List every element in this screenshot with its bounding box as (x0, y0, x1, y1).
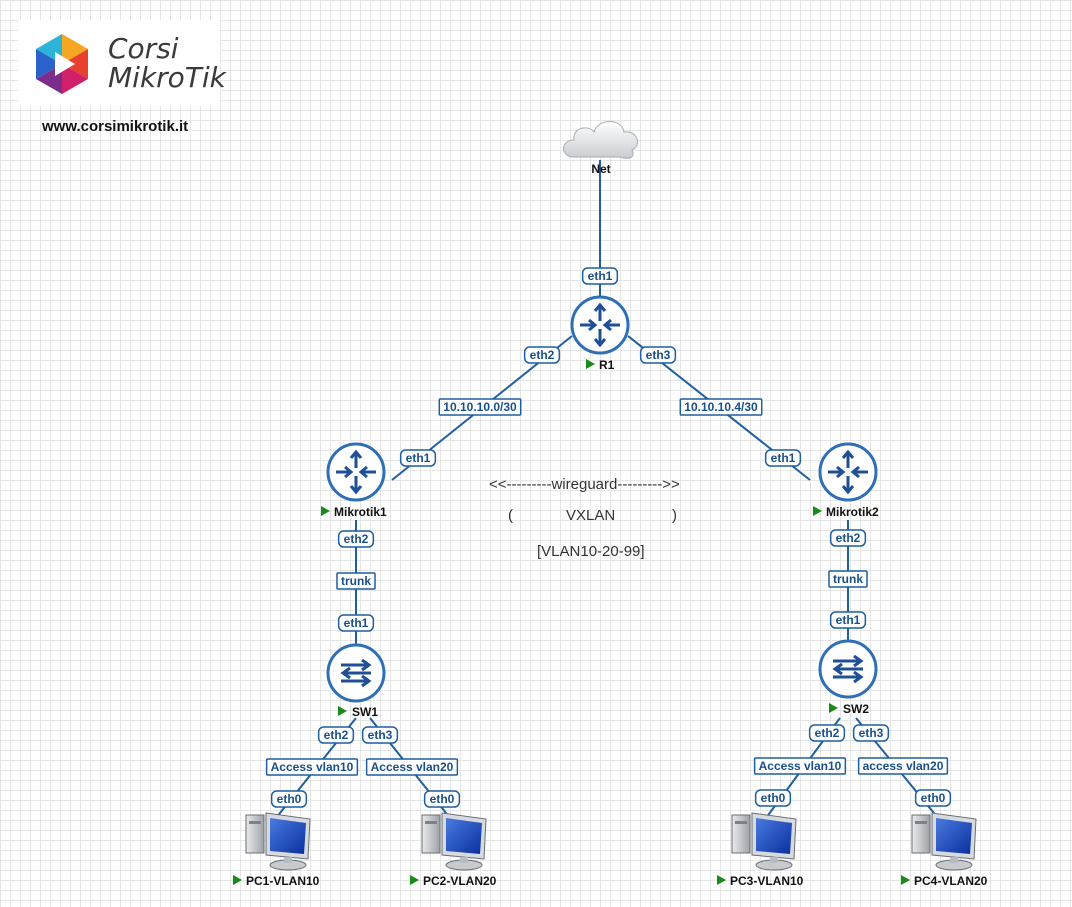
router-icon (818, 442, 878, 502)
mode-label-access-pc3: Access vlan10 (753, 757, 847, 775)
r1-label: R1 (599, 358, 615, 372)
play-icon (321, 506, 330, 516)
if-label-sw1-eth2: eth2 (317, 726, 355, 744)
if-label-mikrotik2-eth2: eth2 (829, 529, 867, 547)
sw1-label: SW1 (352, 705, 378, 719)
svg-text:Access vlan20: Access vlan20 (371, 760, 454, 774)
play-icon (829, 703, 838, 713)
node-mikrotik2[interactable]: Mikrotik2 (813, 442, 879, 519)
play-icon (813, 506, 822, 516)
mode-label-access-pc4: access vlan20 (857, 757, 949, 775)
if-label-sw2-eth1: eth1 (829, 611, 867, 629)
mode-label-access-pc2: Access vlan20 (365, 758, 459, 776)
website-url: www.corsimikrotik.it (42, 118, 189, 135)
svg-text:eth0: eth0 (761, 791, 786, 805)
if-label-mikrotik1-eth1: eth1 (399, 449, 437, 467)
pc1-label: PC1-VLAN10 (246, 874, 320, 888)
hexagon-logo-icon (36, 34, 88, 94)
pc4-label: PC4-VLAN20 (914, 874, 988, 888)
node-sw2[interactable]: SW2 (818, 639, 878, 716)
svg-text:trunk: trunk (341, 574, 371, 588)
tunnel-paren-open: ( (508, 507, 513, 524)
mikrotik2-label: Mikrotik2 (826, 505, 879, 519)
if-label-r1-eth2: eth2 (523, 346, 561, 364)
pc2-label: PC2-VLAN20 (423, 874, 497, 888)
if-label-mikrotik1-eth2: eth2 (337, 530, 375, 548)
mikrotik1-label: Mikrotik1 (334, 505, 387, 519)
svg-text:access vlan20: access vlan20 (863, 759, 944, 773)
svg-text:10.10.10.4/30: 10.10.10.4/30 (684, 400, 758, 414)
if-label-r1-eth3: eth3 (639, 346, 677, 364)
node-mikrotik1[interactable]: Mikrotik1 (321, 442, 387, 519)
if-label-pc4-eth0: eth0 (914, 789, 952, 807)
tunnel-vxlan-text: VXLAN (566, 507, 616, 524)
logo-text-corsi: Corsi (108, 32, 179, 65)
subnet-label-left: 10.10.10.0/30 (438, 398, 522, 416)
play-icon (717, 875, 726, 885)
cloud-icon (563, 121, 639, 159)
pc-icon (911, 812, 977, 871)
mode-label-trunk-right: trunk (828, 570, 868, 588)
router-icon (570, 295, 630, 355)
if-label-pc3-eth0: eth0 (754, 789, 792, 807)
tunnel-wireguard-text: <<---------wireguard--------->> (489, 476, 680, 493)
play-icon (410, 875, 419, 885)
if-label-sw1-eth3: eth3 (361, 726, 399, 744)
svg-text:eth2: eth2 (530, 348, 555, 362)
if-label-r1-eth1: eth1 (581, 267, 619, 285)
node-net[interactable]: Net (563, 121, 639, 177)
subnet-label-right: 10.10.10.4/30 (679, 398, 763, 416)
brand-logo: Corsi MikroTik (18, 20, 226, 106)
tunnel-vlans-text: [VLAN10-20-99] (537, 543, 645, 560)
if-label-sw2-eth3: eth3 (852, 724, 890, 742)
node-pc4[interactable]: PC4-VLAN20 (901, 812, 988, 888)
mode-label-trunk-left: trunk (336, 572, 376, 590)
play-icon (233, 875, 242, 885)
svg-text:eth0: eth0 (430, 792, 455, 806)
node-pc1[interactable]: PC1-VLAN10 (233, 812, 320, 888)
if-label-sw2-eth2: eth2 (808, 724, 846, 742)
net-label: Net (591, 162, 610, 176)
svg-text:eth1: eth1 (588, 269, 613, 283)
svg-text:eth2: eth2 (815, 726, 840, 740)
mode-label-access-pc1: Access vlan10 (265, 758, 359, 776)
play-icon (586, 359, 595, 369)
pc-icon (245, 812, 311, 871)
node-pc3[interactable]: PC3-VLAN10 (717, 812, 804, 888)
node-r1[interactable]: R1 (570, 295, 630, 372)
svg-text:eth3: eth3 (646, 348, 671, 362)
sw2-label: SW2 (843, 702, 869, 716)
svg-text:Access vlan10: Access vlan10 (759, 759, 842, 773)
svg-text:eth1: eth1 (344, 616, 369, 630)
svg-text:eth1: eth1 (771, 451, 796, 465)
tunnel-paren-close: ) (672, 507, 677, 524)
pc-icon (731, 812, 797, 871)
if-label-sw1-eth1: eth1 (337, 614, 375, 632)
svg-text:trunk: trunk (833, 572, 863, 586)
svg-text:eth3: eth3 (368, 728, 393, 742)
if-label-pc1-eth0: eth0 (270, 790, 308, 808)
pc-icon (421, 812, 487, 871)
play-icon (338, 706, 347, 716)
svg-text:eth0: eth0 (921, 791, 946, 805)
router-icon (326, 442, 386, 502)
play-icon (901, 875, 910, 885)
pc3-label: PC3-VLAN10 (730, 874, 804, 888)
node-pc2[interactable]: PC2-VLAN20 (410, 812, 497, 888)
svg-text:eth2: eth2 (836, 531, 861, 545)
svg-text:eth0: eth0 (277, 792, 302, 806)
link-labels: eth1 eth2 eth3 10.10.10.0/30 10.10.10.4/… (265, 267, 952, 808)
svg-text:eth2: eth2 (324, 728, 349, 742)
if-label-pc2-eth0: eth0 (423, 790, 461, 808)
if-label-mikrotik2-eth1: eth1 (764, 449, 802, 467)
svg-text:eth1: eth1 (836, 613, 861, 627)
node-sw1[interactable]: SW1 (326, 643, 386, 719)
svg-text:Access vlan10: Access vlan10 (271, 760, 354, 774)
svg-text:eth1: eth1 (406, 451, 431, 465)
svg-text:eth2: eth2 (344, 532, 369, 546)
logo-text-mikrotik: MikroTik (108, 61, 226, 94)
svg-text:eth3: eth3 (859, 726, 884, 740)
svg-text:10.10.10.0/30: 10.10.10.0/30 (443, 400, 517, 414)
